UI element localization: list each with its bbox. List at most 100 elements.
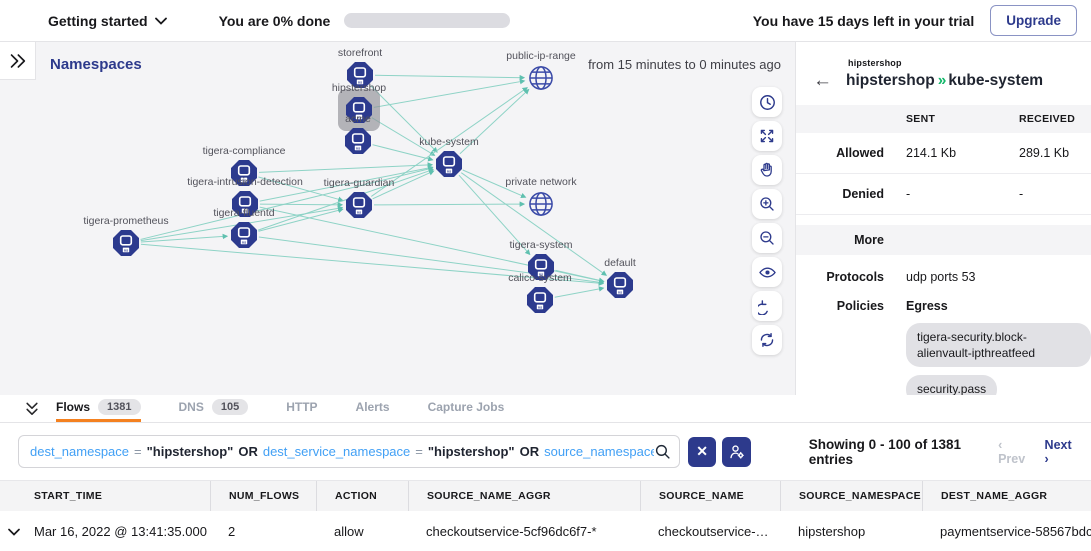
search-token-value: "hipstershop" xyxy=(146,444,234,459)
search-token-op: = xyxy=(134,444,142,459)
double-chevron-right-icon xyxy=(10,53,26,68)
denied-received-value: - xyxy=(1019,187,1024,201)
search-token-field: dest_namespace xyxy=(30,444,130,459)
cell-dest_name_aggr: paymentservice-58567bdc… xyxy=(940,524,1091,539)
svg-text:ns: ns xyxy=(243,209,247,213)
row-expand-chevron-icon[interactable] xyxy=(8,528,20,536)
tab-label: DNS xyxy=(178,399,204,414)
tab-label: Capture Jobs xyxy=(427,399,505,414)
svg-text:ns: ns xyxy=(539,272,543,276)
flow-dest: kube-system xyxy=(948,71,1044,89)
graph-node-kube-system[interactable]: ns xyxy=(435,150,463,178)
getting-started-dropdown[interactable]: Getting started xyxy=(48,13,167,29)
graph-node-tigera-intrusion-detection[interactable]: ns xyxy=(231,190,259,218)
back-button[interactable]: ← xyxy=(813,70,832,91)
row-expand-cell[interactable] xyxy=(0,511,28,551)
search-token-op: = xyxy=(415,444,423,459)
allowed-received-value: 289.1 Kb xyxy=(1019,146,1070,160)
namespace-icon: ns xyxy=(113,230,139,256)
policy-pill[interactable]: security.pass xyxy=(906,375,998,395)
namespace-icon: ns xyxy=(346,192,372,218)
graph-node-tigera-system[interactable]: ns xyxy=(527,253,555,281)
clear-search-button[interactable]: ✕ xyxy=(687,436,717,467)
graph-node-default[interactable]: ns xyxy=(606,271,634,299)
graph-node-storefront[interactable]: ns xyxy=(346,61,374,89)
fit-screen-button[interactable] xyxy=(752,121,782,151)
upgrade-button[interactable]: Upgrade xyxy=(990,5,1077,36)
expand-icon xyxy=(760,129,774,143)
graph-node-hipstershop[interactable]: ns xyxy=(345,96,373,124)
graph-node-tigera-fluentd[interactable]: ns xyxy=(230,221,258,249)
tab-http[interactable]: HTTP xyxy=(286,395,317,422)
prev-page-link[interactable]: ‹ Prev xyxy=(998,437,1026,466)
table-corner-cell xyxy=(0,481,28,511)
tab-label: Alerts xyxy=(355,399,390,414)
trial-days-text: You have 15 days left in your trial xyxy=(752,12,975,29)
svg-text:ns: ns xyxy=(357,115,361,119)
tab-alerts[interactable]: Alerts xyxy=(356,395,390,422)
column-header-source_name: SOURCE_NAME xyxy=(640,481,780,511)
namespace-icon: ns xyxy=(346,97,372,123)
pan-button[interactable] xyxy=(752,155,782,185)
zoom-in-icon xyxy=(760,197,774,211)
search-token-field: source_namespace xyxy=(544,444,654,459)
chevron-down-icon xyxy=(154,17,167,25)
allowed-label: Allowed xyxy=(836,146,884,160)
sidebar-expand-control[interactable] xyxy=(0,42,36,80)
search-token-keyword: OR xyxy=(519,444,540,459)
refresh-icon xyxy=(760,332,774,348)
cell-num_flows: 2 xyxy=(228,524,236,539)
progress-label: You are 0% done xyxy=(218,12,331,29)
zoom-out-button[interactable] xyxy=(752,223,782,253)
graph-node-tigera-guardian[interactable]: ns xyxy=(345,191,373,219)
graph-node-tigera-prometheus[interactable]: ns xyxy=(112,229,140,257)
denied-sent-value: - xyxy=(906,187,911,201)
search-token-keyword: OR xyxy=(238,444,258,459)
namespace-icon: ns xyxy=(607,272,633,298)
policy-pill[interactable]: tigera-security.block-alienvault-ipthrea… xyxy=(906,323,1091,368)
visibility-button[interactable] xyxy=(752,257,782,287)
svg-text:ns: ns xyxy=(538,305,542,309)
eye-icon xyxy=(758,267,776,277)
hand-icon xyxy=(760,162,772,177)
cell-source_namespace: hipstershop xyxy=(798,524,866,539)
time-range-label: from 15 minutes to 0 minutes ago xyxy=(588,57,781,72)
namespace-icon: ns xyxy=(231,160,257,186)
policy-pill-list: tigera-security.block-alienvault-ipthrea… xyxy=(906,323,1091,395)
user-settings-button[interactable] xyxy=(722,436,751,467)
column-header-source_namespace: SOURCE_NAMESPACE xyxy=(780,481,922,511)
tab-label: Flows xyxy=(56,399,91,414)
refresh-button[interactable] xyxy=(752,325,782,355)
zoom-in-button[interactable] xyxy=(752,189,782,219)
more-label: More xyxy=(854,233,884,247)
svg-text:ns: ns xyxy=(124,248,128,252)
tab-label: HTTP xyxy=(286,399,318,414)
graph-node-calico-system[interactable]: ns xyxy=(526,286,554,314)
showing-entries-text: Showing 0 - 100 of 1381 entries xyxy=(808,436,961,467)
graph-node-private-network[interactable] xyxy=(527,190,555,218)
breadcrumb: hipstershop xyxy=(848,58,902,68)
top-bar: Getting started You are 0% done You have… xyxy=(0,0,1091,42)
column-header-dest_name_aggr: DEST_NAME_AGGR xyxy=(922,481,1091,511)
time-clock-button[interactable] xyxy=(752,87,782,117)
flow-direction-icon: » xyxy=(937,71,947,89)
graph-node-public-ip-range[interactable] xyxy=(527,64,555,92)
graph-edges xyxy=(140,74,608,298)
graph-toolbar xyxy=(752,87,782,355)
graph-node-acme[interactable]: ns xyxy=(344,127,372,155)
next-page-link[interactable]: Next › xyxy=(1044,437,1072,466)
graph-node-tigera-compliance[interactable]: ns xyxy=(230,159,258,187)
panel-expand-control[interactable] xyxy=(24,395,40,422)
double-chevron-down-icon xyxy=(26,402,38,415)
undo-button[interactable] xyxy=(752,291,782,321)
tab-capture-jobs[interactable]: Capture Jobs xyxy=(428,395,505,422)
svg-text:ns: ns xyxy=(356,146,360,150)
